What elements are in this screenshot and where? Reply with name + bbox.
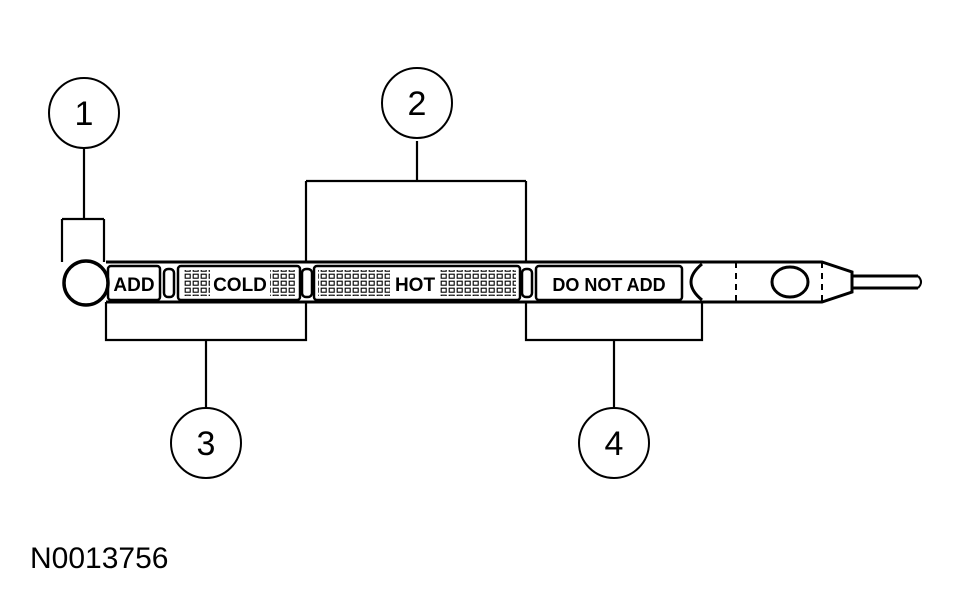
dipstick-hole [770, 265, 810, 299]
hot-hatch-left [318, 270, 390, 296]
callout-3-circle [170, 407, 242, 479]
callout-4-circle [578, 407, 650, 479]
add-zone [106, 264, 162, 302]
do-not-add-zone [534, 264, 684, 302]
callout-1-number: 1 [75, 95, 94, 133]
callout-3-number: 3 [197, 425, 216, 463]
hot-zone [312, 264, 522, 302]
hot-hatch-right [440, 270, 516, 296]
separator-mark-1 [162, 267, 176, 299]
leader-2 [304, 141, 528, 262]
do-not-add-label: DO NOT ADD [552, 275, 665, 295]
leader-3 [104, 302, 308, 410]
cold-hatch-left [184, 270, 210, 296]
callout-2-circle [381, 67, 453, 139]
hot-label: HOT [395, 275, 436, 296]
figure-id: N0013756 [30, 542, 169, 575]
separator-mark-3 [520, 267, 534, 299]
callout-4-number: 4 [605, 425, 624, 463]
dipstick-ring [62, 259, 110, 307]
cold-zone [176, 264, 302, 302]
cold-label: COLD [213, 275, 267, 296]
add-label: ADD [113, 275, 154, 296]
leader-4 [524, 302, 704, 410]
callout-2-number: 2 [408, 85, 427, 123]
callout-1-circle [48, 77, 120, 149]
cold-hatch-right [270, 270, 296, 296]
separator-mark-2 [300, 267, 314, 299]
leader-1 [60, 143, 106, 262]
